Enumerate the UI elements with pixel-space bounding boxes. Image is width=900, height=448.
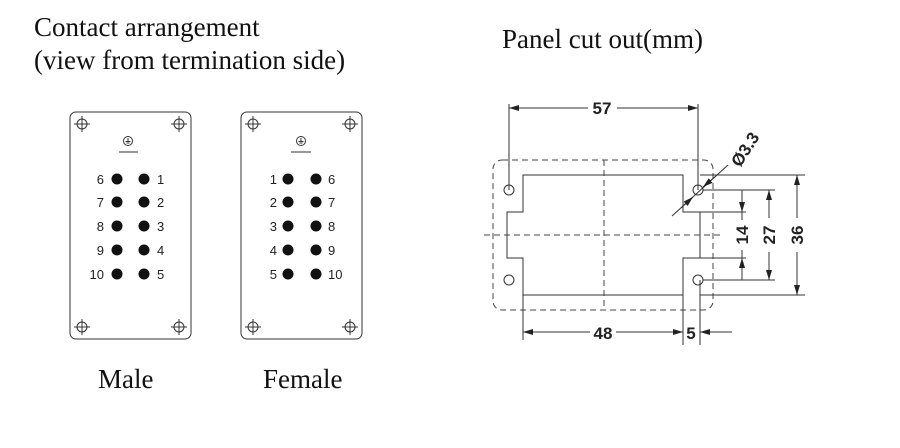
- dim-14: 14: [733, 225, 752, 244]
- ground-icon: [119, 136, 138, 153]
- contact-pin: [138, 196, 150, 208]
- contact-pin: [282, 196, 294, 208]
- contact-pin: [310, 268, 322, 280]
- pin-number: 1: [270, 172, 277, 187]
- fixing-hole: [692, 274, 704, 286]
- contact-pin: [138, 220, 150, 232]
- contact-pin: [138, 244, 150, 256]
- dim-diameter: Ø3.3: [727, 129, 763, 170]
- contact-pin: [111, 244, 123, 256]
- pin-number: 8: [328, 219, 335, 234]
- fixing-hole: [503, 274, 515, 286]
- pin-number: 6: [97, 172, 104, 187]
- mounting-hole-icon: [244, 115, 262, 133]
- dim-48: 48: [594, 324, 613, 343]
- dim-27: 27: [760, 226, 779, 245]
- mounting-hole-icon: [73, 318, 91, 336]
- pin-number: 7: [97, 195, 104, 210]
- contact-title-line1: Contact arrangement: [34, 12, 260, 42]
- contact-title-line2: (view from termination side): [34, 45, 345, 75]
- pin-number: 6: [328, 172, 335, 187]
- pin-number: 2: [157, 195, 164, 210]
- pin-number: 4: [157, 243, 164, 258]
- pin-number: 3: [270, 219, 277, 234]
- mounting-hole-icon: [73, 115, 91, 133]
- pin-number: 10: [90, 267, 104, 282]
- contact-pin: [310, 244, 322, 256]
- contact-pin: [282, 220, 294, 232]
- mounting-hole-icon: [244, 318, 262, 336]
- pin-number: 3: [157, 219, 164, 234]
- pin-number: 7: [328, 195, 335, 210]
- ground-icon: [291, 136, 311, 153]
- contact-pin: [111, 220, 123, 232]
- pin-number: 2: [270, 195, 277, 210]
- dim-5: 5: [686, 324, 695, 343]
- contact-pin: [282, 244, 294, 256]
- contact-pin: [138, 173, 150, 185]
- panel-title: Panel cut out(mm): [502, 24, 703, 54]
- male-insert: 6 1 7 2 8 3 9 4 10 5: [69, 111, 192, 340]
- contact-pin: [310, 196, 322, 208]
- panel-cutout-drawing: 57 48 5 Ø3.3 14 27 3: [484, 99, 807, 345]
- pin-number: 9: [328, 243, 335, 258]
- dim-36: 36: [788, 226, 807, 245]
- mounting-hole-icon: [341, 115, 359, 133]
- contact-pin: [111, 196, 123, 208]
- pin-number: 8: [97, 219, 104, 234]
- mounting-hole-icon: [170, 318, 188, 336]
- contact-pin: [310, 173, 322, 185]
- mounting-hole-icon: [170, 115, 188, 133]
- contact-pin: [111, 268, 123, 280]
- pin-number: 5: [270, 267, 277, 282]
- female-insert: 1 6 2 7 3 8 4 9 5 10: [240, 111, 363, 340]
- contact-pin: [282, 268, 294, 280]
- contact-pin: [310, 220, 322, 232]
- contact-pin: [282, 173, 294, 185]
- contact-pin: [138, 268, 150, 280]
- pin-number: 1: [157, 172, 164, 187]
- female-label: Female: [263, 364, 342, 394]
- pin-number: 4: [270, 243, 277, 258]
- male-label: Male: [98, 364, 153, 394]
- pin-number: 5: [157, 267, 164, 282]
- contact-pin: [111, 173, 123, 185]
- dim-57: 57: [593, 99, 612, 118]
- pin-number: 9: [97, 243, 104, 258]
- pin-number: 10: [328, 267, 342, 282]
- mounting-hole-icon: [341, 318, 359, 336]
- housing-outline: [492, 159, 714, 311]
